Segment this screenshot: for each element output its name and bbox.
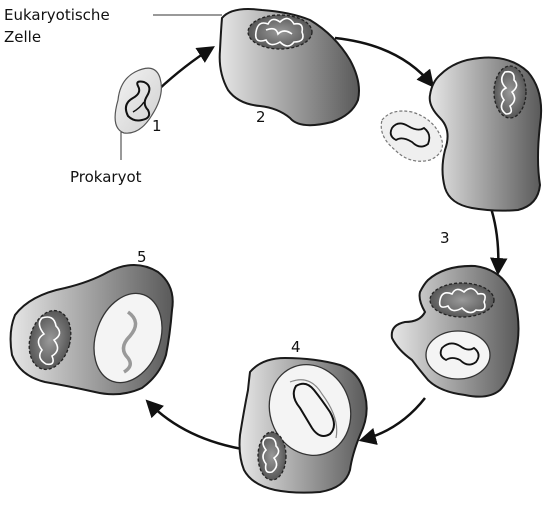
arrow-4-to-5 <box>145 399 249 452</box>
arrow-1-to-2 <box>157 46 215 91</box>
chromatin-step4 <box>262 436 280 474</box>
step-number-3: 3 <box>440 229 450 247</box>
step-number-4: 4 <box>291 338 301 356</box>
step-number-2: 2 <box>256 108 266 126</box>
arrow-4-to-4b <box>358 397 426 445</box>
arrow-2-to-3 <box>334 36 435 88</box>
arrow-3-to-4 <box>488 204 508 276</box>
nucleus-step3b <box>429 282 495 318</box>
mitochondrion-step4 <box>292 382 335 437</box>
eukaryote-cell-step4 <box>238 356 368 494</box>
prokaryote-label: Prokaryot <box>70 168 142 186</box>
vacuole-step3b <box>425 330 491 380</box>
eukaryote-label-line1: Eukaryotische <box>4 6 110 24</box>
prokaryote-approaching <box>380 110 443 162</box>
eukaryote-cell-step2 <box>218 8 360 127</box>
nucleus-step3 <box>493 65 527 119</box>
eukaryote-cell-step3b <box>390 264 520 398</box>
eukaryote-cell-step3 <box>428 56 543 212</box>
step-number-5: 5 <box>137 248 147 266</box>
chromatin-step5 <box>37 316 61 366</box>
step-number-1: 1 <box>152 117 162 135</box>
chromatin-step3b <box>438 287 486 314</box>
eukaryote-cell-step5 <box>9 264 174 396</box>
prokaryote-dna <box>124 80 151 122</box>
chromatin-step3 <box>500 70 518 115</box>
prokaryote-cell <box>114 67 162 134</box>
chromatin-step2 <box>254 17 304 47</box>
eukaryote-label-line2: Zelle <box>4 28 41 46</box>
